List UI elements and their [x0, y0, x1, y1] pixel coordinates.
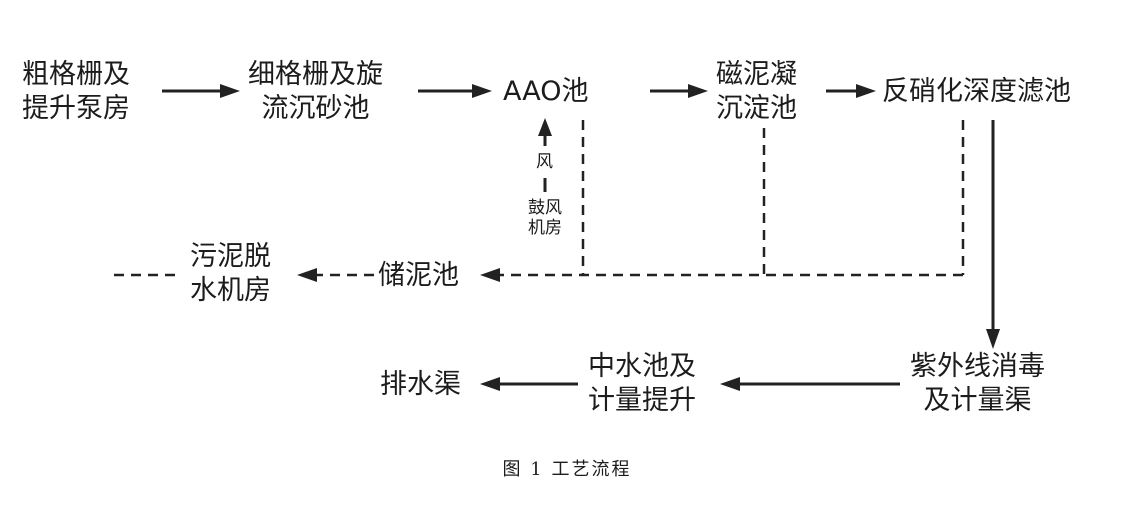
node-fine-screen-line2: 流沉砂池 [261, 93, 370, 124]
node-reclaimed-water: 中水池及 计量提升 [588, 350, 696, 418]
arrow-magnetic-to-filter [826, 84, 876, 98]
arrow-coarse-to-fine [162, 84, 240, 98]
arrow-uv-to-reclaimed [720, 377, 900, 391]
node-fine-screen: 细格栅及旋 流沉砂池 [248, 58, 383, 126]
node-dewatering-line1: 污泥脱 [190, 241, 271, 272]
node-uv-line2: 及计量渠 [923, 385, 1032, 416]
node-dewatering-line2: 水机房 [190, 275, 271, 306]
node-blower-room: 鼓风 机房 [528, 198, 562, 238]
node-uv-disinfection: 紫外线消毒 及计量渠 [910, 350, 1045, 418]
arrow-reclaimed-to-discharge [480, 377, 578, 391]
node-denitrification-filter: 反硝化深度滤池 [882, 76, 1071, 107]
node-reclaimed-line1: 中水池及 [588, 351, 696, 382]
node-magnetic-line1: 磁泥凝 [716, 59, 797, 90]
node-coarse-screen-line2: 提升泵房 [22, 93, 130, 124]
node-coarse-screen-line1: 粗格栅及 [22, 59, 130, 90]
arrow-fine-to-aao [418, 84, 492, 98]
node-sludge-dewatering: 污泥脱 水机房 [190, 240, 271, 308]
figure-caption: 图 1 工艺流程 [502, 459, 632, 480]
node-coarse-screen: 粗格栅及 提升泵房 [22, 58, 130, 126]
node-aao: AAO池 [503, 76, 589, 107]
node-blower-line1: 鼓风 [528, 198, 562, 218]
node-blower-line2: 机房 [528, 218, 562, 238]
sludge-collector-to-tank [480, 268, 963, 282]
node-magnetic-line2: 沉淀池 [716, 93, 797, 124]
sludge-tank-to-dewatering [297, 268, 374, 282]
arrow-aao-to-magnetic [650, 84, 708, 98]
node-fine-screen-line1: 细格栅及旋 [248, 59, 383, 90]
label-air: 风 [536, 152, 553, 172]
node-discharge-channel: 排水渠 [380, 369, 461, 400]
node-reclaimed-line2: 计量提升 [588, 385, 696, 416]
node-uv-line1: 紫外线消毒 [910, 351, 1045, 382]
node-sludge-tank: 储泥池 [378, 260, 459, 291]
arrow-filter-to-uv [986, 120, 1000, 349]
node-magnetic-sedimentation: 磁泥凝 沉淀池 [716, 58, 797, 126]
arrow-blower-to-aao [538, 118, 552, 192]
